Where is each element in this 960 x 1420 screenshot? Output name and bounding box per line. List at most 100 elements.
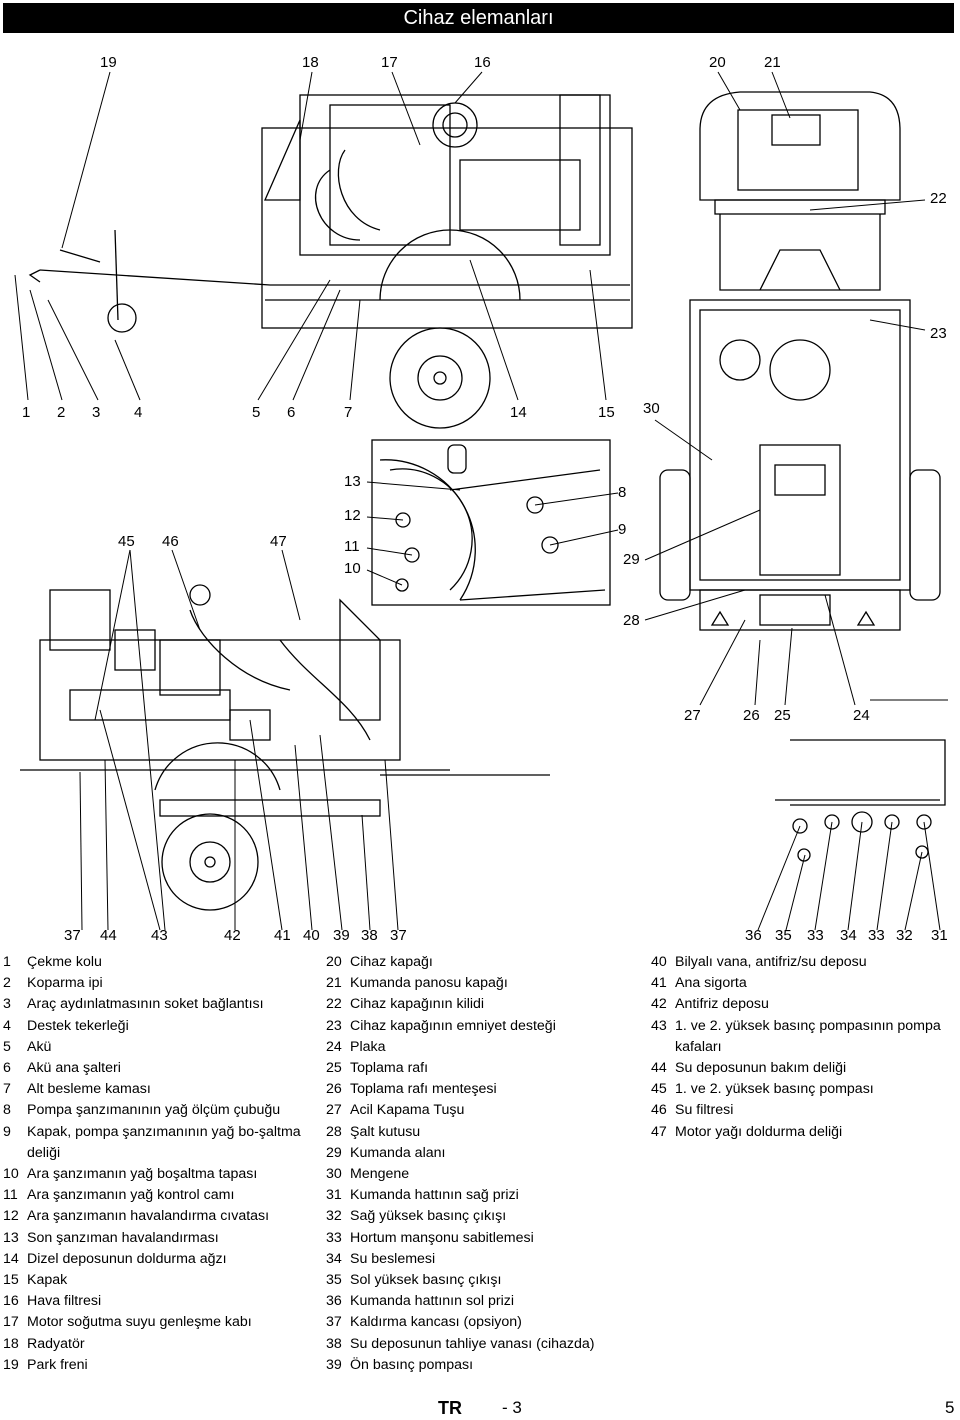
legend-item-text: Son şanzıman havalandırması xyxy=(27,1229,219,1246)
callout-18: 18 xyxy=(302,54,319,71)
device-drawing xyxy=(14,71,948,931)
callout-33-b: 33 xyxy=(868,927,885,944)
callout-10: 10 xyxy=(344,560,361,577)
legend-item-number: 6 xyxy=(3,1060,11,1077)
connection-panel-detail xyxy=(775,739,946,862)
legend-item: 7 Alt besleme kaması xyxy=(3,1079,321,1100)
callout-42: 42 xyxy=(224,927,241,944)
legend-item-number: 41 xyxy=(651,975,667,992)
callout-37-right: 37 xyxy=(390,927,407,944)
callout-44: 44 xyxy=(100,927,117,944)
callout-38: 38 xyxy=(361,927,378,944)
legend-item-text: Cihaz kapağının kilidi xyxy=(350,996,485,1013)
callout-43: 43 xyxy=(151,927,168,944)
legend-item: 20 Cihaz kapağı xyxy=(326,952,646,973)
callout-28: 28 xyxy=(623,612,640,629)
leader-lines xyxy=(14,71,941,931)
callout-46: 46 xyxy=(162,533,179,550)
callout-26: 26 xyxy=(743,707,760,724)
legend-item-text: Cihaz kapağı xyxy=(350,954,433,970)
legend-item-number: 15 xyxy=(3,1272,19,1289)
legend-item-text: Hortum manşonu sabitlemesi xyxy=(350,1229,534,1246)
gearbox-detail-view xyxy=(371,439,611,606)
legend-item-text: Toplama rafı menteşesi xyxy=(350,1081,497,1098)
legend-item-number: 30 xyxy=(326,1166,342,1183)
legend-item-number: 47 xyxy=(651,1123,667,1140)
callout-39: 39 xyxy=(333,927,350,944)
legend-item: 18 Radyatör xyxy=(3,1334,321,1355)
legend-item-text: Sağ yüksek basınç çıkışı xyxy=(350,1208,507,1225)
callout-29: 29 xyxy=(623,551,640,568)
legend-item-text: Alt besleme kaması xyxy=(27,1081,151,1098)
legend-item-number: 12 xyxy=(3,1208,19,1225)
callout-33: 33 xyxy=(807,927,824,944)
legend-item-number: 32 xyxy=(326,1208,342,1225)
callout-34: 34 xyxy=(840,927,857,944)
legend-item-number: 34 xyxy=(326,1250,342,1267)
legend-item: 11 Ara şanzımanın yağ kontrol camı xyxy=(3,1185,321,1206)
legend-item-number: 5 xyxy=(3,1038,11,1055)
callout-35: 35 xyxy=(775,927,792,944)
callout-25: 25 xyxy=(774,707,791,724)
footer-section: - 3 xyxy=(502,1398,522,1417)
callout-2: 2 xyxy=(57,404,66,421)
callout-3: 3 xyxy=(92,404,101,421)
legend-item-number: 16 xyxy=(3,1293,19,1310)
legend-item-text: Koparma ipi xyxy=(27,975,103,992)
callout-7: 7 xyxy=(344,404,353,421)
legend-item-number: 1 xyxy=(3,954,11,970)
legend-item-text: Radyatör xyxy=(27,1335,85,1352)
legend-item-number: 2 xyxy=(3,975,11,992)
footer-language: TR xyxy=(438,1398,462,1418)
legend-item-number: 29 xyxy=(326,1144,342,1161)
legend-item-number: 7 xyxy=(3,1081,11,1098)
legend-item-number: 11 xyxy=(3,1187,18,1204)
callout-41: 41 xyxy=(274,927,291,944)
legend-item-number: 39 xyxy=(326,1356,342,1373)
callout-30: 30 xyxy=(643,400,660,417)
legend-item: 2 Koparma ipi xyxy=(3,973,321,994)
legend-item-text: Ara şanzımanın yağ kontrol camı xyxy=(27,1187,235,1204)
legend-item-text: Kumanda alanı xyxy=(350,1144,446,1161)
callout-19: 19 xyxy=(100,54,117,71)
legend-item-number: 20 xyxy=(326,954,342,970)
legend-item-text: Ara şanzımanın havalandırma cıvatası xyxy=(27,1208,270,1225)
callout-23: 23 xyxy=(930,325,947,342)
legend-item-number: 27 xyxy=(326,1102,342,1119)
legend-item-number: 18 xyxy=(3,1335,19,1352)
callout-31: 31 xyxy=(931,927,948,944)
legend-item-number: 45 xyxy=(651,1081,667,1098)
footer-page-number: 5 xyxy=(945,1398,955,1417)
page-title: Cihaz elemanları xyxy=(3,3,954,33)
callout-32: 32 xyxy=(896,927,913,944)
legend-item-number: 44 xyxy=(651,1060,667,1077)
legend-item-text: Kumanda hattının sol prizi xyxy=(350,1293,515,1310)
legend-item-text: Kaldırma kancası (opsiyon) xyxy=(350,1314,522,1331)
legend-item-text: 1. ve 2. yüksek basınç pompası xyxy=(675,1081,874,1098)
legend-item-text: Kumanda hattının sağ prizi xyxy=(350,1187,519,1204)
legend-item-text: Antifriz deposu xyxy=(675,996,769,1013)
legend-item-number: 38 xyxy=(326,1335,342,1352)
callout-12: 12 xyxy=(344,507,361,524)
legend-item-number: 46 xyxy=(651,1102,667,1119)
device-front-view xyxy=(659,91,941,631)
legend-item-number: 9 xyxy=(3,1123,11,1140)
callout-9: 9 xyxy=(618,521,627,538)
